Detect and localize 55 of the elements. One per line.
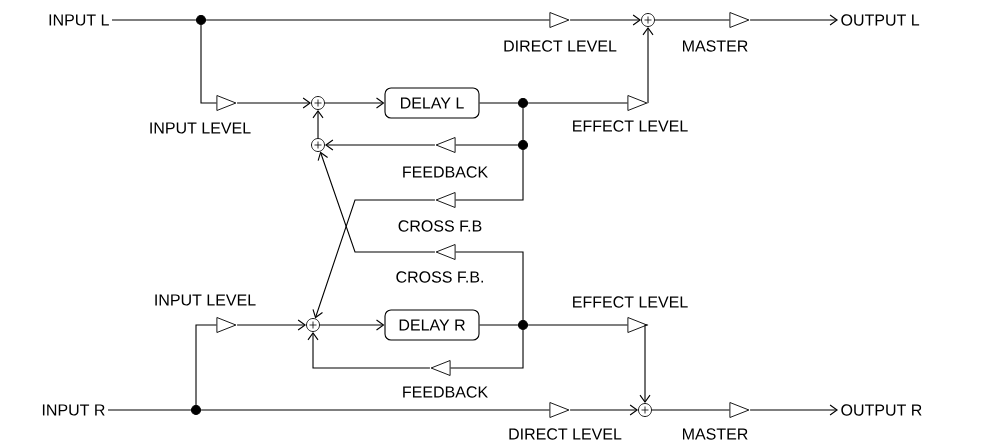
signal-line — [324, 139, 436, 151]
gain-label: FEEDBACK — [403, 166, 488, 178]
signal-label: OUTPUT L — [841, 14, 920, 26]
signal-line — [639, 324, 651, 404]
signal-line — [324, 97, 385, 109]
signal-label: INPUT L — [49, 14, 109, 26]
signal-line — [317, 151, 436, 253]
signal-line — [200, 409, 550, 411]
gain-label: MASTER — [683, 428, 748, 440]
gain-label: EFFECT LEVEL — [573, 296, 688, 308]
signal-line — [312, 109, 324, 139]
delay-box: DELAY R — [384, 309, 480, 341]
signal-line — [651, 409, 730, 411]
signal-line — [205, 19, 550, 21]
signal-line — [479, 102, 519, 104]
signal-line — [307, 331, 431, 369]
signal-line — [527, 102, 628, 104]
gain-label: CROSS F.B — [398, 220, 482, 232]
gain-label: INPUT LEVEL — [150, 122, 251, 134]
signal-label: OUTPUT R — [841, 404, 922, 416]
signal-line — [527, 324, 628, 326]
gain-label: DIRECT LEVEL — [504, 40, 617, 52]
summing-junction — [638, 403, 652, 417]
summing-junction — [306, 318, 320, 332]
gain-label: FEEDBACK — [403, 386, 488, 398]
signal-label: INPUT R — [42, 404, 105, 416]
summing-junction — [311, 96, 325, 110]
gain-label: CROSS F.B. — [396, 271, 483, 283]
signal-line — [107, 409, 192, 411]
delay-box: DELAY L — [384, 87, 480, 119]
signal-line — [236, 97, 312, 109]
signal-line — [236, 319, 307, 331]
signal-line — [479, 324, 519, 326]
signal-line — [200, 24, 217, 104]
signal-line — [455, 149, 524, 201]
signal-line — [319, 319, 385, 331]
signal-line — [455, 144, 519, 146]
gain-label: EFFECT LEVEL — [573, 120, 688, 132]
signal-line — [450, 329, 524, 369]
summing-junction — [311, 138, 325, 152]
signal-line — [569, 404, 639, 416]
signal-line — [522, 107, 524, 141]
signal-line — [642, 26, 654, 104]
signal-line — [455, 251, 524, 321]
summing-junction — [641, 13, 655, 27]
signal-line — [111, 19, 197, 21]
signal-line — [654, 19, 730, 21]
signal-line — [749, 14, 838, 26]
gain-label: DIRECT LEVEL — [509, 428, 622, 440]
signal-line — [749, 404, 838, 416]
gain-label: MASTER — [683, 40, 748, 52]
signal-line — [312, 199, 436, 319]
signal-line — [195, 324, 217, 406]
signal-line — [569, 14, 642, 26]
gain-label: INPUT LEVEL — [155, 294, 256, 306]
